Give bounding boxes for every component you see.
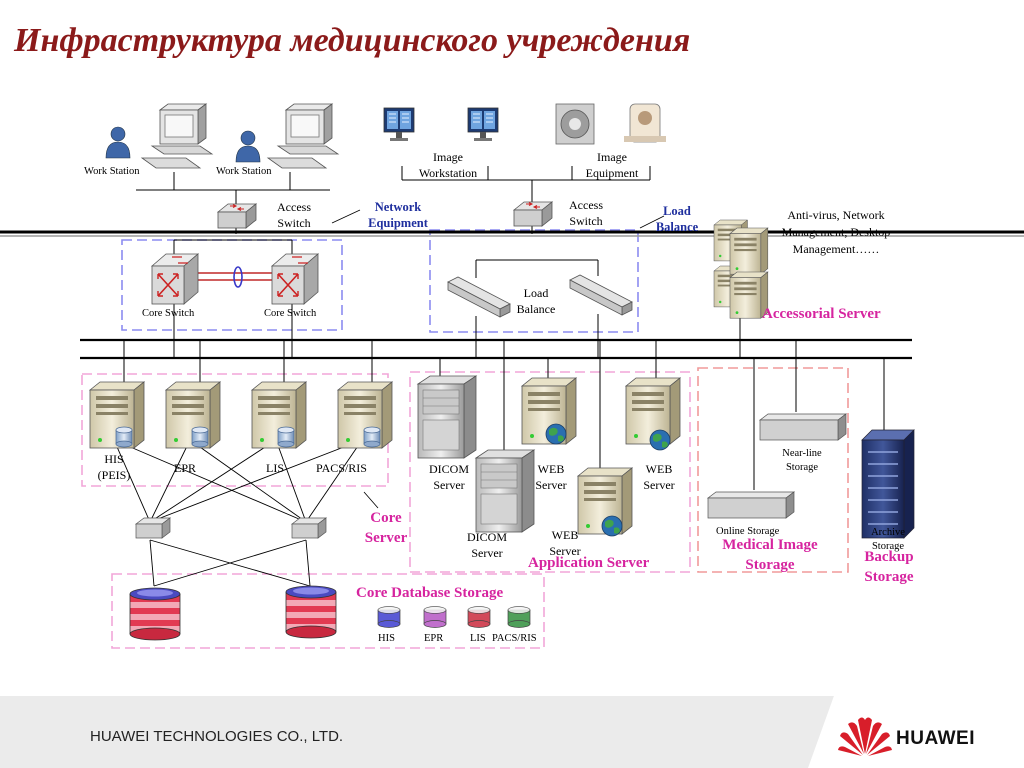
user-icon: [235, 130, 261, 163]
huawei-logo: [838, 717, 892, 756]
ct-scanner-icon: [555, 103, 666, 145]
online-storage-label: Online Storage: [716, 526, 780, 537]
server-icon: [475, 449, 535, 533]
router-icon: [271, 253, 319, 305]
separator-overlap: [770, 224, 890, 238]
database-icon: [129, 587, 181, 641]
footer-company: HUAWEI TECHNOLOGIES CO., LTD.: [90, 728, 344, 745]
epr-label: EPR: [174, 461, 197, 475]
load-balance-label: Load Balance: [516, 286, 556, 316]
archive-storage-label: Archive Storage: [871, 527, 905, 552]
medical-image-storage-label: Medical Image Storage: [722, 537, 818, 573]
near-line-storage-label: Near-line Storage: [782, 448, 822, 473]
db-epr-label: EPR: [424, 633, 444, 644]
load-balancer-icon: [447, 276, 511, 318]
db-pacs-ris-label: PACS/RIS: [492, 633, 537, 644]
globe-icon: [601, 515, 623, 537]
core-switch-label: Core Switch: [142, 308, 195, 319]
core-switch-label: Core Switch: [264, 308, 317, 319]
db-his-label: HIS: [378, 633, 395, 644]
server-icon: [251, 381, 307, 449]
disk-array-icon: [759, 413, 847, 441]
server-icon: [713, 219, 769, 319]
application-server-label: Application Server: [528, 555, 650, 571]
db-lis-label: LIS: [470, 633, 486, 644]
switch-icon: [217, 203, 257, 229]
router-icon: [151, 253, 199, 305]
pacs-ris-label: PACS/RIS: [316, 461, 367, 475]
switch-icon: [291, 517, 327, 539]
footer-logo-panel: [808, 696, 1024, 768]
accessorial-server-label: Accessorial Server: [762, 306, 881, 322]
load-balance-callout: Load Balance: [655, 204, 699, 231]
database-icon: [467, 606, 491, 628]
network-diagram: [0, 103, 1024, 649]
dicom-server-label: DICOM Server: [466, 530, 507, 560]
computer-icon: [141, 103, 213, 169]
server-icon: [89, 381, 145, 449]
server-icon: [417, 375, 477, 459]
work-station-label: Work Station: [216, 166, 272, 177]
web-server-label: WEB Server: [643, 462, 675, 492]
huawei-brand: HUAWEI: [896, 728, 975, 749]
work-station-label: Work Station: [84, 166, 140, 177]
dicom-server-label: DICOM Server: [428, 462, 469, 492]
switch-icon: [513, 201, 553, 227]
switch-icon: [135, 517, 171, 539]
accessorial-info: Anti-virus, Network Management, Desktop …: [781, 208, 891, 256]
globe-icon: [649, 429, 671, 451]
load-balancer-icon: [569, 274, 633, 316]
access-switch-label: Access Switch: [277, 200, 311, 230]
web-server-label: WEB Server: [535, 462, 567, 492]
page-title: Инфраструктура медицинского учреждения: [14, 22, 691, 59]
his-peis-label: HIS (PEIS): [97, 452, 131, 482]
server-icon: [337, 381, 393, 449]
monitor-icon: [467, 107, 499, 142]
database-icon: [423, 606, 447, 628]
disk-array-icon: [707, 491, 795, 519]
backup-storage-label: Backup Storage: [864, 549, 914, 585]
monitor-icon: [383, 107, 415, 142]
core-server-label: Core Server: [364, 510, 408, 546]
core-database-storage-label: Core Database Storage: [356, 585, 504, 601]
image-workstation-label: Image Workstation: [418, 150, 478, 180]
computer-icon: [267, 103, 339, 169]
image-equipment-label: Image Equipment: [585, 150, 639, 180]
lis-label: LIS: [266, 461, 284, 475]
user-icon: [105, 126, 131, 159]
access-switch-label: Access Switch: [569, 198, 603, 228]
server-icon: [165, 381, 221, 449]
database-icon: [285, 585, 337, 639]
globe-icon: [545, 423, 567, 445]
rack-icon: [861, 429, 915, 539]
database-icon: [507, 606, 531, 628]
web-server-label: WEB Server: [549, 528, 581, 558]
database-icon: [377, 606, 401, 628]
network-equipment-label: Network Equipment: [368, 200, 428, 230]
